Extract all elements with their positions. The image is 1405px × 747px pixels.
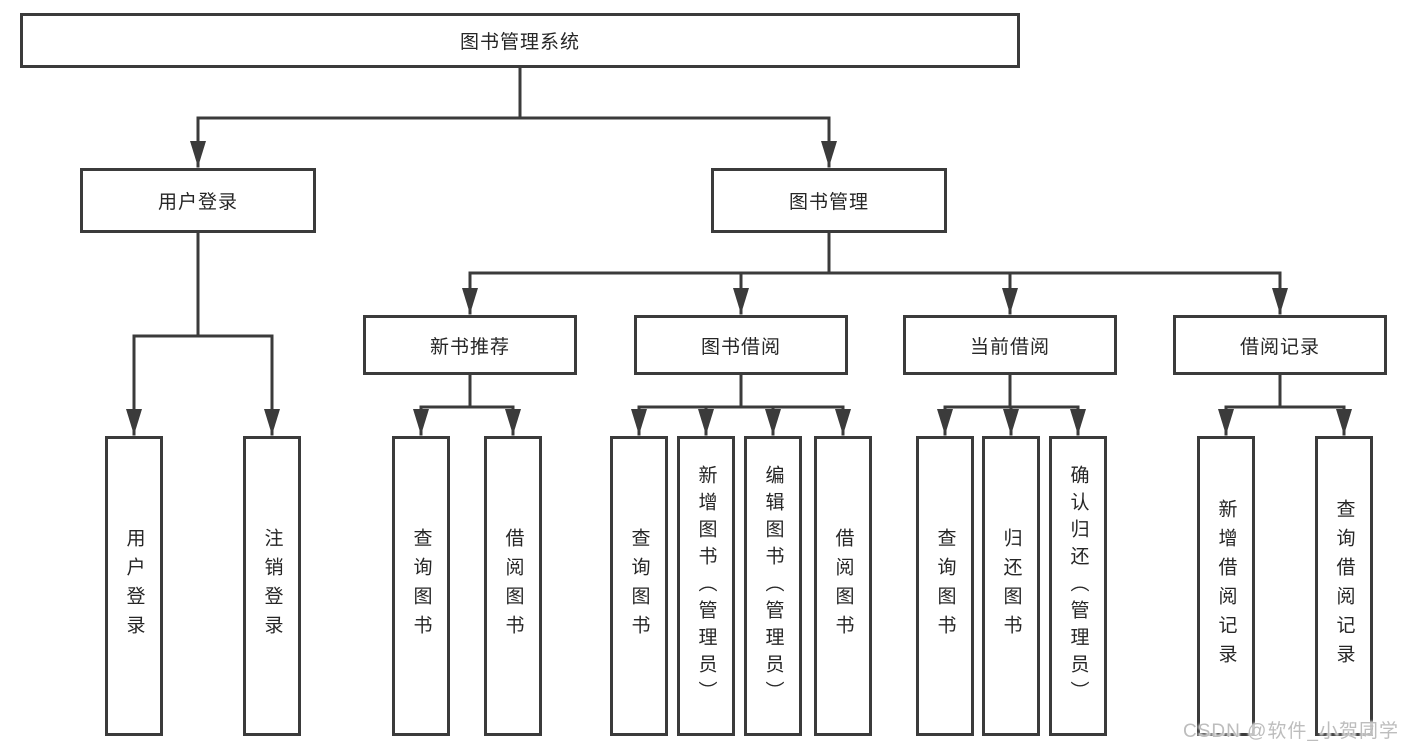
leaf-nbr-borrow-books: 借阅图书	[484, 436, 542, 736]
node-new-book-recommend-label: 新书推荐	[429, 336, 510, 358]
leaf-br-add-borrow-record: 新增借阅记录	[1197, 436, 1255, 736]
leaf-user-login: 用户登录	[105, 436, 163, 736]
leaf-br-query-borrow-record: 查询借阅记录	[1315, 436, 1373, 736]
leaf-bb-borrow-books: 借阅图书	[814, 436, 872, 736]
leaf-bb-edit-book-admin: 编辑图书（管理员）	[744, 436, 802, 736]
leaf-bb-edit-book-admin-label: 编辑图书（管理员）	[762, 464, 784, 708]
leaf-br-add-borrow-record-label: 新增借阅记录	[1215, 499, 1237, 673]
leaf-cb-return-books: 归还图书	[982, 436, 1040, 736]
node-book-management: 图书管理	[711, 168, 947, 233]
node-user-login: 用户登录	[80, 168, 316, 233]
node-book-borrow: 图书借阅	[634, 315, 848, 375]
node-borrow-records-label: 借阅记录	[1239, 336, 1320, 358]
leaf-cb-query-books-label: 查询图书	[934, 528, 956, 644]
leaf-nbr-query-books: 查询图书	[392, 436, 450, 736]
node-root-label: 图书管理系统	[459, 32, 580, 53]
node-user-login-label: 用户登录	[157, 192, 238, 213]
leaf-bb-borrow-books-label: 借阅图书	[832, 528, 854, 644]
leaf-logout-label: 注销登录	[261, 528, 283, 644]
watermark-csdn: CSDN @软件_小贺同学	[1183, 721, 1399, 742]
leaf-cb-confirm-return-admin: 确认归还（管理员）	[1049, 436, 1107, 736]
leaf-user-login-label: 用户登录	[123, 528, 145, 644]
leaf-bb-query-books-label: 查询图书	[628, 528, 650, 644]
leaf-logout: 注销登录	[243, 436, 301, 736]
node-root-system: 图书管理系统	[20, 13, 1020, 68]
node-book-management-label: 图书管理	[788, 192, 869, 213]
leaf-bb-query-books: 查询图书	[610, 436, 668, 736]
leaf-cb-return-books-label: 归还图书	[1000, 528, 1022, 644]
leaf-cb-query-books: 查询图书	[916, 436, 974, 736]
node-current-borrow: 当前借阅	[903, 315, 1117, 375]
node-current-borrow-label: 当前借阅	[969, 336, 1050, 358]
node-book-borrow-label: 图书借阅	[700, 336, 781, 358]
leaf-bb-add-book-admin-label: 新增图书（管理员）	[695, 464, 717, 708]
node-new-book-recommend: 新书推荐	[363, 315, 577, 375]
node-borrow-records: 借阅记录	[1173, 315, 1387, 375]
leaf-br-query-borrow-record-label: 查询借阅记录	[1333, 499, 1355, 673]
leaf-cb-confirm-return-admin-label: 确认归还（管理员）	[1067, 464, 1089, 708]
leaf-nbr-query-books-label: 查询图书	[410, 528, 432, 644]
leaf-nbr-borrow-books-label: 借阅图书	[502, 528, 524, 644]
leaf-bb-add-book-admin: 新增图书（管理员）	[677, 436, 735, 736]
